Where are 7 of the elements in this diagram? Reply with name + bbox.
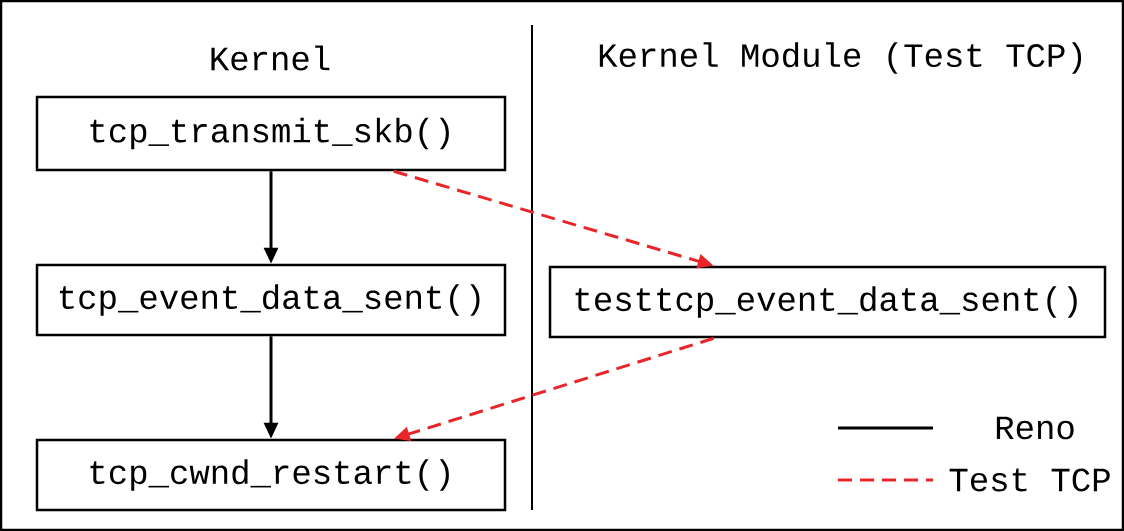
- column-heading: Kernel Module (Test TCP): [599, 42, 1082, 74]
- function-box: testtcp_event_data_sent(): [548, 265, 1107, 339]
- legend-label: Test TCP: [949, 468, 1110, 492]
- function-box: tcp_event_data_sent(): [35, 263, 507, 337]
- function-box: tcp_transmit_skb(): [35, 95, 507, 172]
- legend-label: Reno: [996, 416, 1074, 440]
- function-box: tcp_cwnd_restart(): [35, 438, 507, 512]
